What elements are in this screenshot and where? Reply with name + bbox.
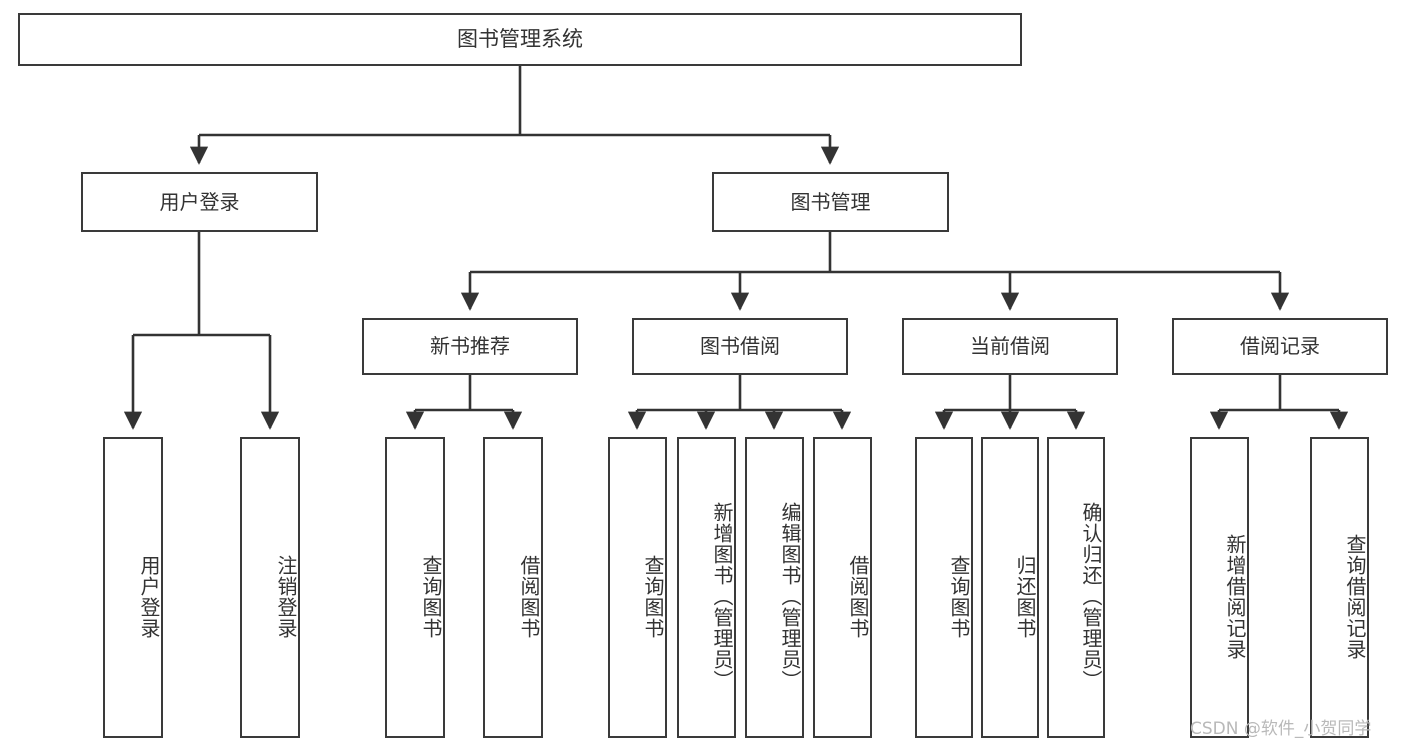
leaf-new-book-query[interactable]: 查询图书 (385, 437, 445, 738)
leaf-book-borrow-query[interactable]: 查询图书 (608, 437, 667, 738)
node-book-management[interactable]: 图书管理 (712, 172, 949, 232)
leaf-borrow-record-add[interactable]: 新增借阅记录 (1190, 437, 1249, 738)
leaf-user-login-signin[interactable]: 用户登录 (103, 437, 163, 738)
leaf-book-borrow-edit-admin[interactable]: 编辑图书（管理员） (745, 437, 804, 738)
leaf-book-borrow-borrow[interactable]: 借阅图书 (813, 437, 872, 738)
leaf-borrow-record-query[interactable]: 查询借阅记录 (1310, 437, 1369, 738)
watermark-csdn: CSDN @软件_小贺同学 (1190, 719, 1372, 739)
leaf-user-login-signout[interactable]: 注销登录 (240, 437, 300, 738)
leaf-current-borrow-return[interactable]: 归还图书 (981, 437, 1039, 738)
node-book-borrow[interactable]: 图书借阅 (632, 318, 848, 375)
node-root-system[interactable]: 图书管理系统 (18, 13, 1022, 66)
node-user-login[interactable]: 用户登录 (81, 172, 318, 232)
node-borrow-record[interactable]: 借阅记录 (1172, 318, 1388, 375)
leaf-current-borrow-query[interactable]: 查询图书 (915, 437, 973, 738)
node-new-book-recommend[interactable]: 新书推荐 (362, 318, 578, 375)
leaf-book-borrow-add-admin[interactable]: 新增图书（管理员） (677, 437, 736, 738)
leaf-current-borrow-confirm-admin[interactable]: 确认归还（管理员） (1047, 437, 1105, 738)
leaf-new-book-borrow[interactable]: 借阅图书 (483, 437, 543, 738)
node-current-borrow[interactable]: 当前借阅 (902, 318, 1118, 375)
